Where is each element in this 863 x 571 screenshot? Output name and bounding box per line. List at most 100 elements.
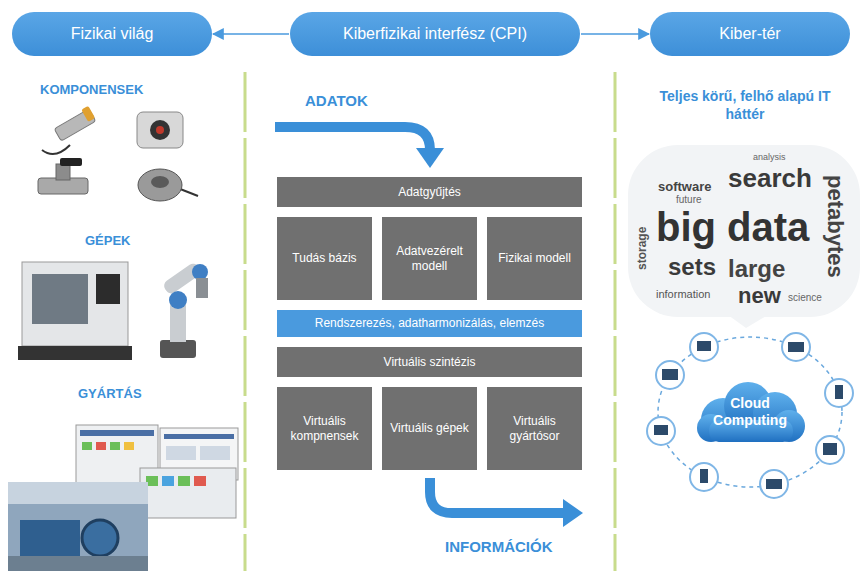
sensor-tip xyxy=(81,106,95,122)
word-cloud-bubble: analysis software search future big data peta… xyxy=(628,145,860,325)
cnc-panel xyxy=(96,274,120,304)
header-pill: Kiberfizikai interfész (CPI) xyxy=(290,12,580,56)
column-separator xyxy=(244,72,247,571)
camera-lens xyxy=(150,120,170,140)
box-label: Tudás bázis xyxy=(292,251,356,265)
network-ring xyxy=(658,337,842,487)
robot-joint xyxy=(192,264,208,280)
screen-cell xyxy=(178,476,190,486)
arrow-head xyxy=(563,499,583,527)
box-label: Virtuális szintézis xyxy=(384,355,476,369)
screen-bar xyxy=(80,430,154,436)
device xyxy=(825,379,853,407)
proximity-sensor xyxy=(42,106,96,154)
device xyxy=(690,463,718,491)
device-screen xyxy=(654,425,668,435)
column-label: KOMPONENSEK xyxy=(40,82,143,98)
load-cell-center xyxy=(151,176,169,188)
screen-bar xyxy=(164,434,234,439)
process-box: Virtuális kompnensek xyxy=(277,387,372,470)
device-screen xyxy=(700,469,708,483)
bubble-tail xyxy=(728,315,768,328)
box-label: Fizikai modell xyxy=(498,251,571,265)
device xyxy=(656,361,684,389)
valve-fitting xyxy=(38,158,88,194)
screen-cell xyxy=(96,442,106,450)
information-flow-arrow xyxy=(430,478,565,513)
header-pill: Kiber-tér xyxy=(650,12,850,56)
load-cell-disc xyxy=(138,169,182,201)
camera-module xyxy=(137,112,183,148)
device-circle xyxy=(816,436,844,464)
device-screen xyxy=(788,342,804,352)
cnc-machine xyxy=(18,262,132,360)
device-circle xyxy=(656,361,684,389)
cloud-word: software xyxy=(658,180,711,193)
fitting-handle xyxy=(60,158,82,166)
box-label: Kiberfizikai interfész (CPI) xyxy=(343,24,527,43)
process-box: Virtuális gyártósor xyxy=(487,387,582,470)
device-circle xyxy=(647,417,675,445)
robot-arm xyxy=(160,261,208,358)
process-box: Adatgyűjtés xyxy=(277,177,582,207)
robot-joint xyxy=(169,291,187,309)
device-circle xyxy=(825,379,853,407)
robot-tool xyxy=(196,278,208,298)
process-box: Adatvezérelt modell xyxy=(382,217,477,300)
cloud-word: large xyxy=(728,257,785,281)
header-pill: Fizikai világ xyxy=(12,12,212,56)
device-circle xyxy=(690,333,718,361)
cloud-word: analysis xyxy=(753,153,786,162)
process-box: Virtuális gépek xyxy=(382,387,477,470)
analysis-bar: Rendszerezés, adatharmonizálás, elemzés xyxy=(277,310,582,337)
camera-housing xyxy=(137,112,183,148)
cnc-base xyxy=(18,346,132,360)
cloud-word: sets xyxy=(668,255,716,279)
sensor-cable xyxy=(42,145,70,154)
cloud-word: big data xyxy=(656,207,809,247)
fitting-stem xyxy=(56,164,70,180)
screen-cell xyxy=(82,442,92,450)
column-label: INFORMÁCIÓK xyxy=(445,538,553,557)
device-circle xyxy=(760,470,788,498)
bubble-body xyxy=(628,145,860,317)
device-screen xyxy=(697,341,711,351)
device xyxy=(760,470,788,498)
cloud-word: search xyxy=(728,165,812,191)
robot-base xyxy=(160,340,196,358)
cloud-word: information xyxy=(656,289,710,300)
box-label: Cloud Computing xyxy=(708,395,792,429)
data-flow-arrow xyxy=(275,127,430,150)
column-label: GÉPEK xyxy=(85,233,131,249)
box-label: Rendszerezés, adatharmonizálás, elemzés xyxy=(315,316,544,330)
process-box: Fizikai modell xyxy=(487,217,582,300)
screen-cell xyxy=(194,476,206,486)
cloud-word: future xyxy=(676,195,702,205)
flow-arrow xyxy=(213,33,289,35)
load-cell xyxy=(138,169,198,201)
device-circle xyxy=(782,333,810,361)
device xyxy=(782,333,810,361)
cloud-word: storage xyxy=(636,227,648,270)
cloud-word: petabytes xyxy=(824,175,846,278)
section-heading: Teljes körű, felhő alapú IT háttér xyxy=(655,88,835,123)
process-box: Tudás bázis xyxy=(277,217,372,300)
box-label: Adatgyűjtés xyxy=(398,185,461,199)
box-label: Virtuális gyártósor xyxy=(495,414,574,443)
screen-cell xyxy=(162,476,174,486)
process-box: Virtuális szintézis xyxy=(277,347,582,377)
screen-cell xyxy=(124,442,134,450)
cloud-word: new xyxy=(738,285,781,307)
flow-arrow xyxy=(581,33,649,35)
box-label: Virtuális gépek xyxy=(390,421,469,435)
camera-lens-center xyxy=(156,126,164,134)
factory-floor xyxy=(8,556,148,571)
cloud-word: science xyxy=(788,293,822,303)
arrow-head xyxy=(416,148,444,168)
device-network xyxy=(647,333,853,498)
device-screen xyxy=(662,369,678,380)
device-screen xyxy=(823,443,837,455)
column-separator xyxy=(614,72,617,571)
factory-hall xyxy=(8,482,148,571)
